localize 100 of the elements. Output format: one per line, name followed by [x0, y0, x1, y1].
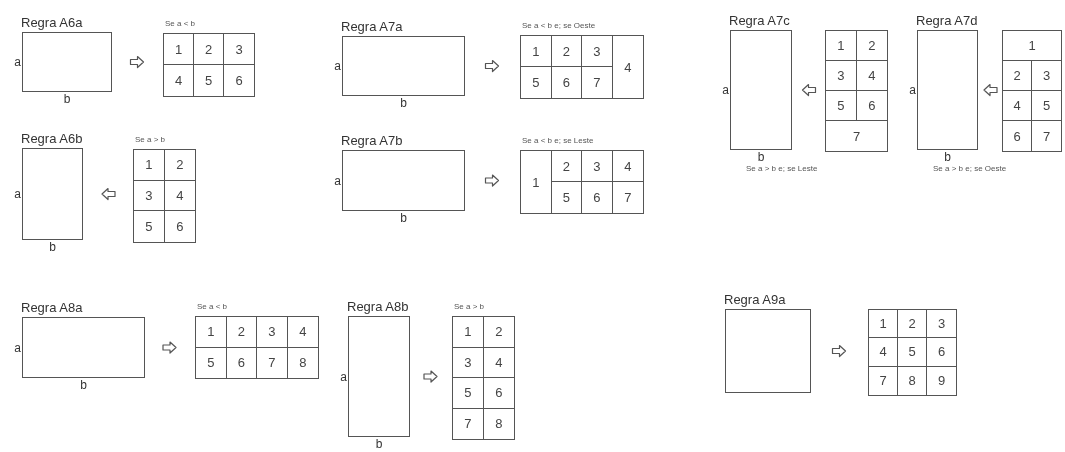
hollow-arrow — [162, 341, 177, 354]
cell-number: 2 — [176, 158, 184, 172]
cell-number: 1 — [1028, 39, 1036, 52]
condition-label: Se a > b — [454, 302, 485, 311]
side-label: b — [63, 92, 71, 106]
cell-number: 5 — [145, 220, 153, 234]
side-label: a — [340, 369, 347, 384]
cell-number: 4 — [1013, 99, 1021, 112]
cell-number: 1 — [207, 325, 215, 339]
cell-number: 5 — [204, 74, 213, 87]
side-label: b — [757, 150, 765, 164]
cell-number: 6 — [1013, 129, 1021, 143]
rule-title: Regra A8a — [21, 300, 83, 315]
cell-number: 7 — [593, 76, 601, 89]
cell-number: 6 — [937, 345, 946, 359]
condition-label: Se a < b e; se Oeste — [522, 21, 596, 30]
cell-number: 3 — [1042, 69, 1051, 82]
result-grid — [1002, 30, 1062, 152]
cell-number: 5 — [908, 345, 916, 359]
rule-title: Regra A8b — [347, 299, 409, 314]
side-label: a — [14, 187, 21, 201]
cell-number: 3 — [593, 159, 601, 173]
grid-cell — [898, 310, 927, 339]
cell-number: 4 — [174, 74, 183, 87]
grid-cell — [196, 317, 227, 348]
condition-label: Se a > b — [135, 135, 166, 144]
hollow-arrow — [983, 83, 998, 97]
cell-number: 5 — [1042, 99, 1051, 112]
cell-number: 3 — [145, 189, 153, 203]
condition-label: Se a < b — [197, 302, 228, 311]
rule-title: Regra A7a — [341, 19, 403, 34]
cell-number: 8 — [495, 417, 503, 431]
rule-title: Regra A7d — [916, 13, 978, 28]
cell-number: 4 — [495, 355, 503, 369]
cell-number: 3 — [268, 325, 276, 339]
rule-title: Regra A6b — [21, 131, 83, 146]
cell-number: 4 — [868, 69, 876, 82]
cell-number: 3 — [837, 69, 845, 82]
condition-caption: Se a > b e; se Leste — [746, 164, 818, 173]
grid-cell — [194, 34, 224, 65]
grid-cell — [898, 338, 927, 367]
side-label: a — [14, 340, 21, 355]
cell-number: 5 — [464, 386, 472, 400]
side-label: a — [909, 83, 916, 97]
grid-cell — [453, 378, 484, 409]
grid-cell — [521, 36, 552, 67]
grid-cell — [582, 151, 613, 182]
cell-number: 2 — [868, 39, 876, 52]
cell-number: 6 — [495, 386, 503, 400]
cell-number: 2 — [237, 325, 245, 339]
cell-number: 2 — [204, 42, 213, 56]
cell-number: 5 — [207, 356, 215, 370]
cell-number: 5 — [837, 99, 845, 112]
cell-number: 6 — [562, 76, 570, 89]
cell-number: 2 — [908, 317, 916, 331]
hollow-arrow — [129, 55, 145, 69]
cell-number: 4 — [299, 325, 307, 339]
grid-cell — [826, 91, 857, 121]
cell-number: 9 — [937, 374, 946, 388]
cell-number: 3 — [235, 42, 243, 56]
grid-cell — [582, 36, 613, 67]
rule-title: Regra A6a — [21, 15, 83, 30]
side-label: a — [334, 173, 341, 188]
cell-number: 2 — [562, 159, 570, 173]
condition-label: Se a < b e; se Leste — [522, 136, 594, 145]
grid-cell — [1003, 61, 1032, 91]
grid-cell — [453, 317, 484, 348]
cell-number: 1 — [174, 42, 183, 56]
cell-number: 7 — [1042, 129, 1051, 143]
cell-number: 1 — [532, 44, 540, 58]
side-label: a — [722, 83, 729, 97]
cell-number: 4 — [879, 345, 887, 359]
cell-number: 6 — [593, 191, 601, 204]
side-label: b — [944, 150, 951, 164]
hollow-arrow — [831, 344, 847, 358]
rule-title: Regra A9a — [724, 292, 786, 307]
grid-cell — [869, 310, 898, 339]
hollow-arrow — [484, 59, 500, 73]
grid-cell — [551, 151, 582, 182]
side-label: b — [375, 437, 383, 451]
grid-cell — [164, 34, 194, 65]
cell-number: 2 — [1013, 69, 1021, 82]
cell-number: 5 — [532, 76, 540, 89]
cell-number: 4 — [624, 60, 632, 74]
cell-number: 7 — [268, 356, 276, 370]
result-grid — [825, 30, 888, 152]
grid-cell — [826, 31, 857, 61]
cell-number: 8 — [908, 374, 916, 388]
side-label: a — [14, 55, 21, 69]
grid-cell — [134, 180, 165, 212]
cell-number: 6 — [235, 74, 243, 87]
hollow-arrow — [484, 174, 500, 187]
cell-number: 1 — [464, 325, 472, 339]
grid-cell — [826, 61, 857, 91]
cell-number: 5 — [562, 191, 570, 204]
cell-number: 6 — [868, 99, 876, 112]
hollow-arrow — [801, 83, 817, 97]
cell-number: 6 — [237, 356, 245, 370]
grid-cell — [869, 338, 898, 367]
cell-number: 3 — [937, 317, 946, 331]
